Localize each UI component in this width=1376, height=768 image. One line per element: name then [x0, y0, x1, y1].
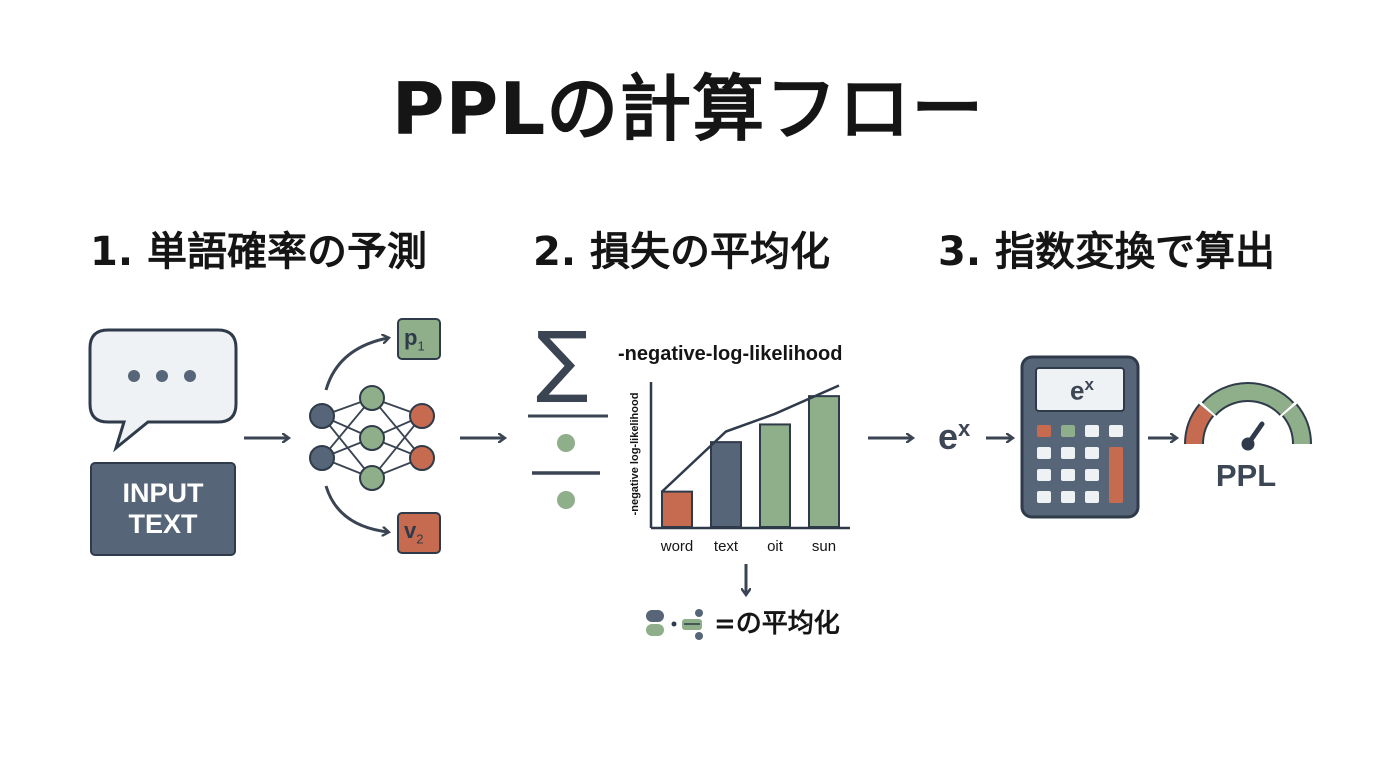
chart-category-word: word — [660, 538, 694, 555]
chart-title: -negative-log-likelihood — [618, 343, 843, 365]
step-1-heading: 1. 単語確率の予測 — [90, 229, 427, 275]
chart-category-text: text — [713, 538, 739, 555]
page-title: PPLの計算フロー — [391, 67, 985, 151]
speech-bubble-icon — [88, 328, 238, 453]
chart-category-oit: oit — [767, 538, 783, 555]
chart-bar-sun — [808, 395, 840, 528]
pill-icon — [646, 610, 664, 636]
chart-bars — [661, 395, 840, 529]
sigma-icon: ∑ — [536, 316, 589, 406]
neural-network-icon — [309, 385, 435, 491]
curved-arrow-down — [324, 485, 388, 532]
output-box-v2 — [397, 512, 441, 554]
gauge-icon — [1184, 382, 1312, 451]
calculator-display-label: ex — [1070, 375, 1094, 406]
dot-separator — [671, 621, 677, 627]
chart-y-axis-label: -negative log-likelihood — [629, 392, 641, 516]
input-text-line-1: INPUT — [122, 478, 204, 508]
chart-bar-text — [710, 441, 742, 528]
input-text-box: INPUT TEXT — [90, 462, 236, 556]
output-label-p1: p1 — [404, 325, 425, 354]
division-icon — [528, 414, 608, 509]
output-box-p1 — [397, 318, 441, 360]
ppl-label: PPL — [1215, 458, 1277, 493]
chart-bar-word — [661, 490, 693, 529]
chart-category-sun: sun — [811, 538, 837, 555]
ellipsis-icon — [128, 370, 196, 382]
input-text-line-2: TEXT — [128, 509, 198, 539]
chart-trend-line — [661, 384, 840, 493]
symbol-icon — [682, 609, 703, 640]
curved-arrow-up — [324, 338, 388, 391]
output-label-v2: v2 — [404, 518, 424, 547]
calculator-icon — [1020, 355, 1140, 519]
exponent-label: ex — [938, 416, 971, 457]
average-label: =の平均化 — [714, 609, 840, 639]
step-3-heading: 3. 指数変換で算出 — [938, 229, 1275, 275]
step-2-heading: 2. 損失の平均化 — [533, 229, 830, 275]
chart-bar-oit — [759, 423, 791, 528]
